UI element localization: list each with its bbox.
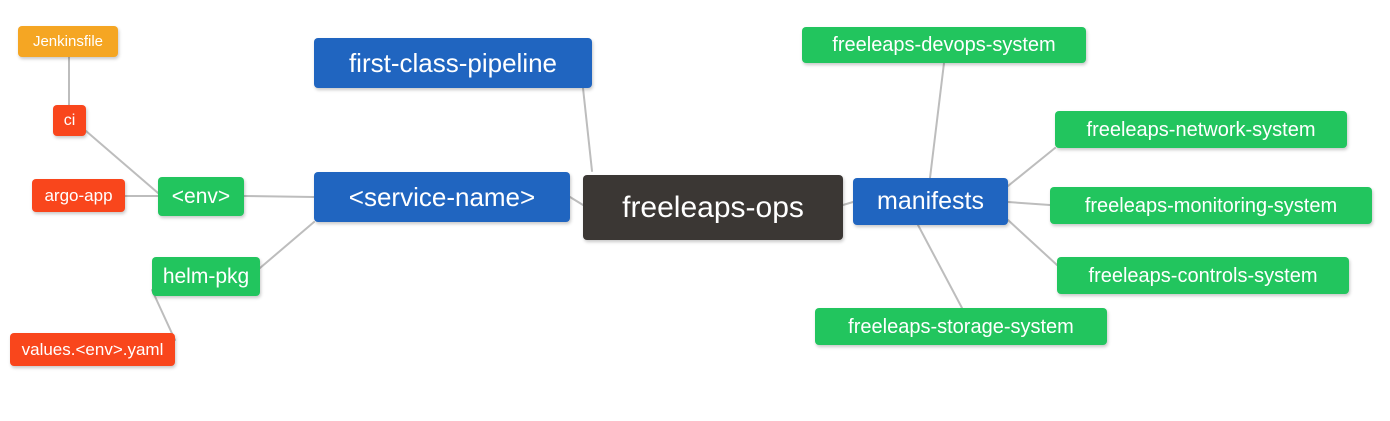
mindmap-node-freeleaps-network-system[interactable]: freeleaps-network-system xyxy=(1055,111,1347,148)
node-label-helm-pkg: helm-pkg xyxy=(162,265,250,288)
mindmap-node-freeleaps-controls-system[interactable]: freeleaps-controls-system xyxy=(1057,257,1349,294)
mindmap-node-helm-pkg[interactable]: helm-pkg xyxy=(152,257,260,296)
mindmap-node-first-class-pipeline[interactable]: first-class-pipeline xyxy=(314,38,592,88)
mindmap-node-ci[interactable]: ci xyxy=(53,105,86,136)
node-label-freeleaps-ops: freeleaps-ops xyxy=(622,190,804,224)
node-label-values-env-yaml: values.<env>.yaml xyxy=(21,340,164,359)
node-label-service-name: <service-name> xyxy=(348,182,536,212)
node-label-first-class-pipeline: first-class-pipeline xyxy=(348,48,558,78)
node-label-freeleaps-devops-system: freeleaps-devops-system xyxy=(832,34,1056,56)
edge-manifests-to-freeleaps-storage-system xyxy=(917,224,963,309)
node-label-ci: ci xyxy=(63,111,76,129)
node-label-argo-app: argo-app xyxy=(44,186,113,205)
node-label-env: <env> xyxy=(171,185,231,208)
edge-freeleaps-ops-to-service-name xyxy=(569,196,584,206)
mindmap-node-argo-app[interactable]: argo-app xyxy=(32,179,125,212)
mindmap-node-manifests[interactable]: manifests xyxy=(853,178,1008,225)
node-label-jenkinsfile: Jenkinsfile xyxy=(32,33,104,50)
node-label-freeleaps-network-system: freeleaps-network-system xyxy=(1086,118,1316,141)
edge-service-name-to-helm-pkg xyxy=(259,221,315,269)
edge-freeleaps-ops-to-first-class-pipeline xyxy=(582,87,593,172)
mindmap-node-freeleaps-ops[interactable]: freeleaps-ops xyxy=(583,175,843,240)
edge-manifests-to-freeleaps-network-system xyxy=(1007,147,1056,187)
mindmap-node-freeleaps-storage-system[interactable]: freeleaps-storage-system xyxy=(815,308,1107,345)
node-label-freeleaps-monitoring-system: freeleaps-monitoring-system xyxy=(1084,194,1338,217)
mindmap-node-freeleaps-devops-system[interactable]: freeleaps-devops-system xyxy=(802,27,1086,63)
node-label-manifests: manifests xyxy=(877,187,984,215)
edge-freeleaps-ops-to-manifests xyxy=(842,201,854,206)
mindmap-node-jenkinsfile[interactable]: Jenkinsfile xyxy=(18,26,118,57)
mindmap-node-values-env-yaml[interactable]: values.<env>.yaml xyxy=(10,333,175,366)
node-label-freeleaps-controls-system: freeleaps-controls-system xyxy=(1088,264,1318,287)
edge-manifests-to-freeleaps-monitoring-system xyxy=(1007,201,1051,206)
edge-manifests-to-freeleaps-controls-system xyxy=(1007,219,1058,266)
edge-service-name-to-env xyxy=(243,195,315,198)
node-label-freeleaps-storage-system: freeleaps-storage-system xyxy=(848,315,1074,338)
mindmap-node-freeleaps-monitoring-system[interactable]: freeleaps-monitoring-system xyxy=(1050,187,1372,224)
mindmap-node-service-name[interactable]: <service-name> xyxy=(314,172,570,222)
mindmap-node-env[interactable]: <env> xyxy=(158,177,244,216)
edge-manifests-to-freeleaps-devops-system xyxy=(929,62,945,179)
